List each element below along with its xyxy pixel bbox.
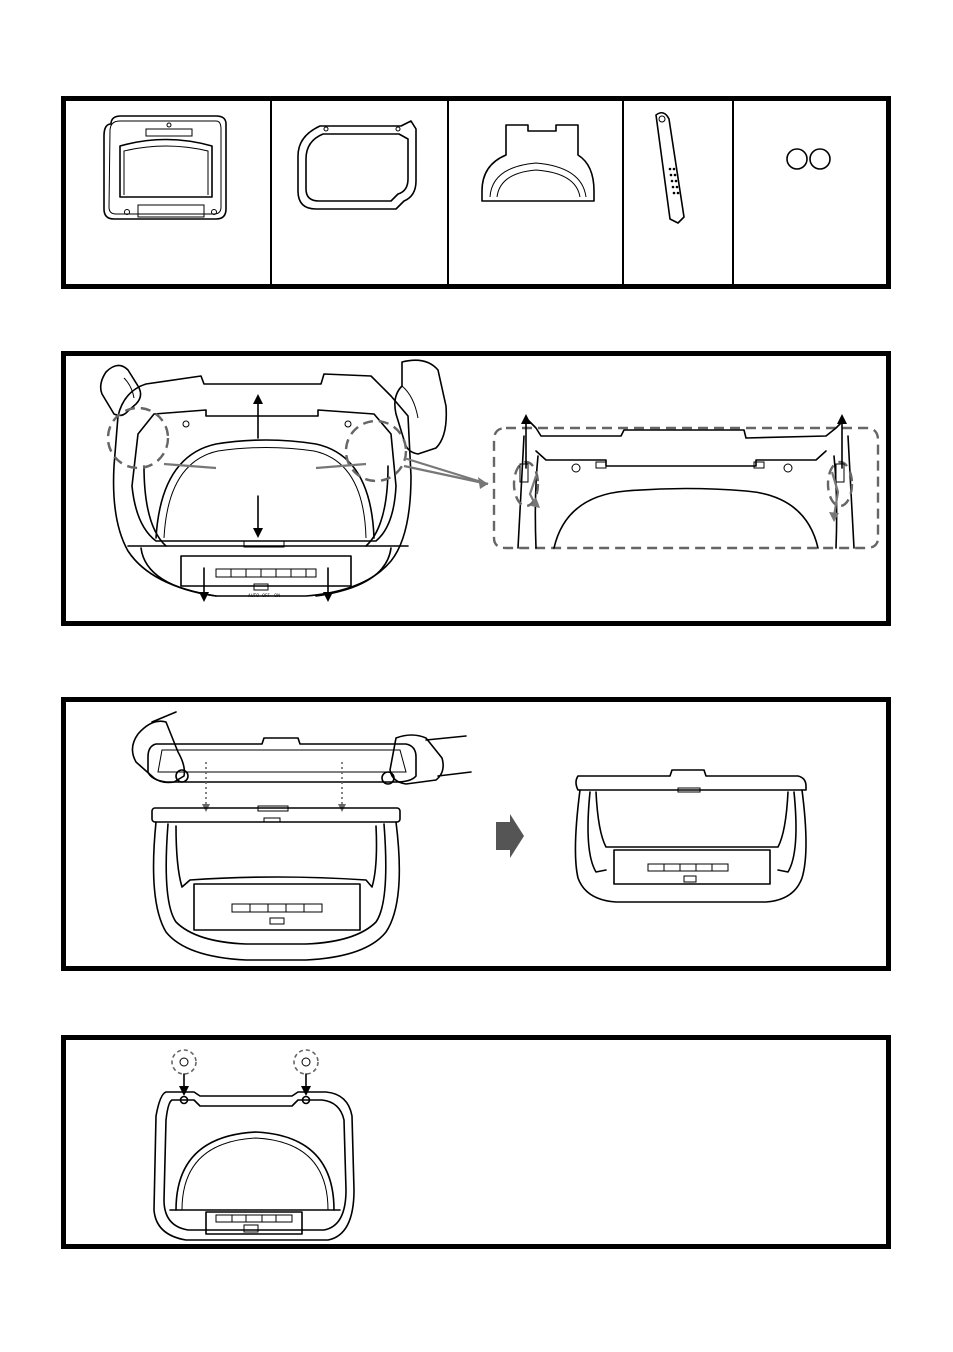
attach-cover-panel [61, 697, 891, 971]
screw-caps-icon [787, 149, 830, 169]
monitor-unit-icon [104, 116, 226, 219]
right-arrow-icon [496, 814, 524, 858]
switch-label-on: ON [274, 593, 280, 598]
remove-trim-frame-drawing: AUTO OFF ON [66, 356, 886, 621]
remove-trim-frame-panel: AUTO OFF ON [61, 351, 891, 626]
monitor-screw-holes [154, 1092, 354, 1240]
attach-cover-drawing [66, 702, 886, 966]
insert-screw-caps-drawing [66, 1040, 886, 1244]
switch-label-off: OFF [262, 593, 270, 598]
tool-icon [656, 113, 684, 223]
detail-view [494, 414, 878, 548]
monitor-cover-attached [575, 770, 806, 902]
parts-list-drawing [66, 101, 886, 284]
cover-plate-icon [482, 125, 594, 201]
insert-screw-caps-panel [61, 1035, 891, 1249]
hand-right-icon [395, 360, 446, 454]
hand-right-icon [382, 735, 471, 784]
monitor-with-frame [152, 806, 400, 960]
switch-label-auto: AUTO [248, 593, 259, 598]
trim-frame-icon [298, 121, 416, 209]
parts-list-panel [61, 96, 891, 289]
monitor-frame-drawing: AUTO OFF ON [114, 374, 411, 598]
